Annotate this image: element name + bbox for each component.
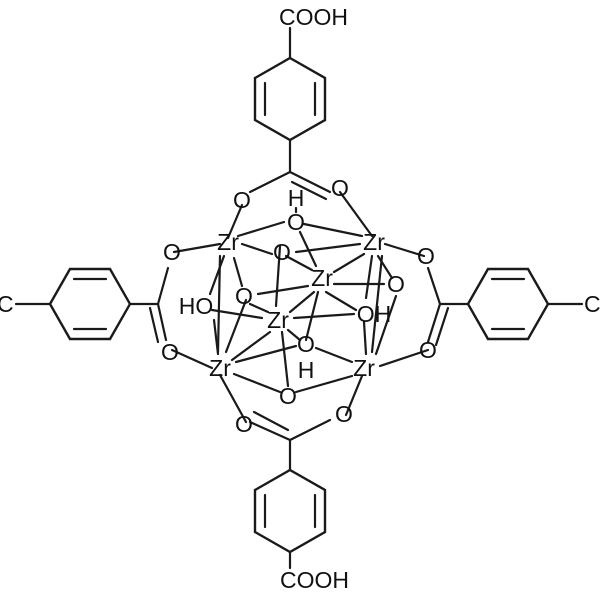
oxygen-top-carboxylate-right: O: [331, 175, 349, 201]
hydroxyl-right-label: OH: [357, 301, 392, 327]
top-cooh-label: COOH: [279, 4, 348, 30]
zirconium-center-front: Zr: [267, 307, 289, 333]
atom-labels: COOH COOH C C O O O O O O O O Zr Zr Zr Z…: [0, 4, 600, 593]
oxygen-bottom-hydroxyl: O: [279, 383, 297, 409]
oxygen-bottom-carboxylate-right: O: [335, 401, 353, 427]
bottom-linker-bonds: [248, 410, 332, 570]
zirconium-top-right: Zr: [363, 229, 385, 255]
oxygen-left-carboxylate-lower: O: [161, 339, 179, 365]
right-edge-carbon-label: C: [584, 291, 600, 317]
zirconium-bottom-right: Zr: [353, 355, 375, 381]
oxygen-top-carboxylate-left: O: [233, 187, 251, 213]
oxygen-left-carboxylate-upper: O: [163, 239, 181, 265]
top-linker-bonds: [248, 26, 332, 201]
left-edge-carbon-label: C: [0, 291, 14, 317]
oxygen-core-upper-center: O: [273, 239, 291, 265]
oxygen-core-left: O: [235, 283, 253, 309]
zirconium-top-left: Zr: [217, 229, 239, 255]
carboxylate-zr-bonds: [170, 190, 430, 424]
hydrogen-bottom-hydroxyl: H: [298, 357, 315, 383]
oxygen-top-hydroxyl: O: [287, 209, 305, 235]
bond-layer: [14, 26, 584, 570]
zirconium-center-back: Zr: [311, 265, 333, 291]
zirconium-bottom-left: Zr: [209, 355, 231, 381]
right-linker-bonds: [426, 266, 584, 347]
hydrogen-top-hydroxyl: H: [288, 185, 305, 211]
oxygen-core-lower-center: O: [297, 331, 315, 357]
hydroxyl-left-label: HO: [179, 293, 214, 319]
oxygen-right-carboxylate-lower: O: [419, 337, 437, 363]
oxygen-right-carboxylate-upper: O: [417, 243, 435, 269]
left-linker-bonds: [14, 266, 170, 344]
oxygen-bottom-carboxylate-left: O: [235, 411, 253, 437]
bottom-cooh-label: COOH: [280, 567, 349, 593]
cluster-core-bonds: [208, 206, 398, 394]
oxygen-core-right: O: [387, 271, 405, 297]
